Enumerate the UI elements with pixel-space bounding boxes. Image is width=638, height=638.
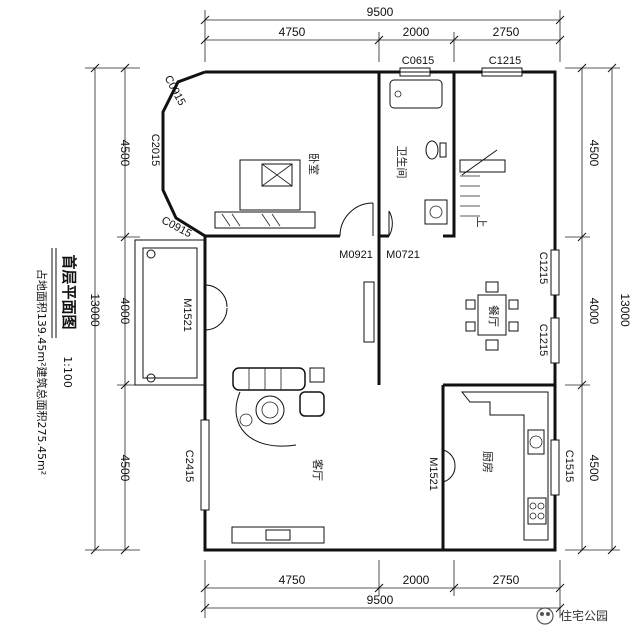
label-c1515: C1515: [563, 450, 575, 482]
opening-labels: C0615 C1215 C0915 C2015 C0915 M0921 M072…: [149, 55, 575, 491]
dim-left-seg3: 4500: [118, 455, 132, 482]
furniture: [214, 79, 549, 544]
dim-top-seg2: 2000: [403, 25, 430, 39]
room-kitchen: 厨房: [481, 451, 494, 473]
room-labels: 卧室 卫生间 餐厅 客厅 厨房 上: [307, 146, 501, 482]
area-note: 占地面积139.45m²建筑总面积275.45m²: [35, 269, 49, 475]
bedside-table: [214, 211, 316, 229]
plan-title: 首层平面图: [60, 254, 78, 329]
tv-cabinet: [231, 526, 325, 544]
watermark-icon: [536, 607, 554, 625]
bathtub: [389, 79, 443, 109]
dim-right-seg3: 4500: [587, 455, 601, 482]
label-m1521-left: M1521: [181, 298, 193, 332]
staircase: [459, 149, 506, 217]
right-dimension-chain: 4500 4000 4500 13000: [565, 63, 632, 555]
doors: [204, 202, 456, 483]
windows: [162, 67, 560, 511]
watermark: 住宅公园: [536, 607, 608, 625]
dim-top-seg1: 4750: [279, 25, 306, 39]
top-dimension-chain: 9500 4750 2000 2750: [200, 5, 565, 62]
plan-scale: 1:100: [61, 356, 74, 388]
title-block: 首层平面图 1:100 占地面积139.45m²建筑总面积275.45m²: [35, 248, 78, 475]
dim-right-seg2: 4000: [587, 298, 601, 325]
dim-bottom-seg3: 2750: [493, 573, 520, 587]
window-c2415: [200, 419, 210, 511]
dim-bottom-total: 9500: [367, 593, 394, 607]
dim-right-seg1: 4500: [587, 140, 601, 167]
label-c2415: C2415: [183, 450, 195, 482]
sofa-set: [232, 367, 325, 447]
washbasin: [424, 199, 448, 225]
stair-up-mark: 上: [475, 217, 488, 228]
room-bedroom: 卧室: [307, 153, 321, 175]
dim-left-seg1: 4500: [118, 140, 132, 167]
label-c1215-top: C1215: [489, 55, 521, 67]
left-dimension-chain: 13000 4500 4000 4500: [85, 63, 140, 555]
dim-top-seg3: 2750: [493, 25, 520, 39]
window-c1215-right-a: [550, 249, 560, 296]
bottom-dimension-chain: 4750 2000 2750 9500: [200, 560, 565, 618]
dim-left-seg2: 4000: [118, 298, 132, 325]
porch: [134, 239, 206, 386]
window-c1515: [550, 439, 560, 496]
label-c0615-top: C0615: [402, 55, 434, 67]
room-dining: 餐厅: [487, 305, 501, 327]
room-bathroom: 卫生间: [395, 146, 409, 179]
window-c1215-right-b: [550, 317, 560, 364]
room-living: 客厅: [311, 459, 325, 481]
dim-bottom-seg1: 4750: [279, 573, 306, 587]
dim-right-total: 13000: [618, 293, 632, 327]
label-c2015: C2015: [149, 134, 161, 166]
dim-left-total: 13000: [88, 293, 102, 327]
watermark-text: 住宅公园: [560, 608, 608, 623]
kitchen-counter: [460, 391, 549, 541]
label-c1215-right-a: C1215: [537, 252, 549, 284]
dim-bottom-seg2: 2000: [403, 573, 430, 587]
bed: [239, 159, 301, 211]
label-m0721: M0721: [386, 249, 420, 261]
dim-top-total: 9500: [367, 5, 394, 19]
toilet: [425, 140, 439, 160]
label-m0921: M0921: [339, 249, 373, 261]
label-m1521-kitchen: M1521: [427, 457, 439, 491]
dining-table: [477, 294, 507, 336]
label-c1215-right-b: C1215: [537, 324, 549, 356]
